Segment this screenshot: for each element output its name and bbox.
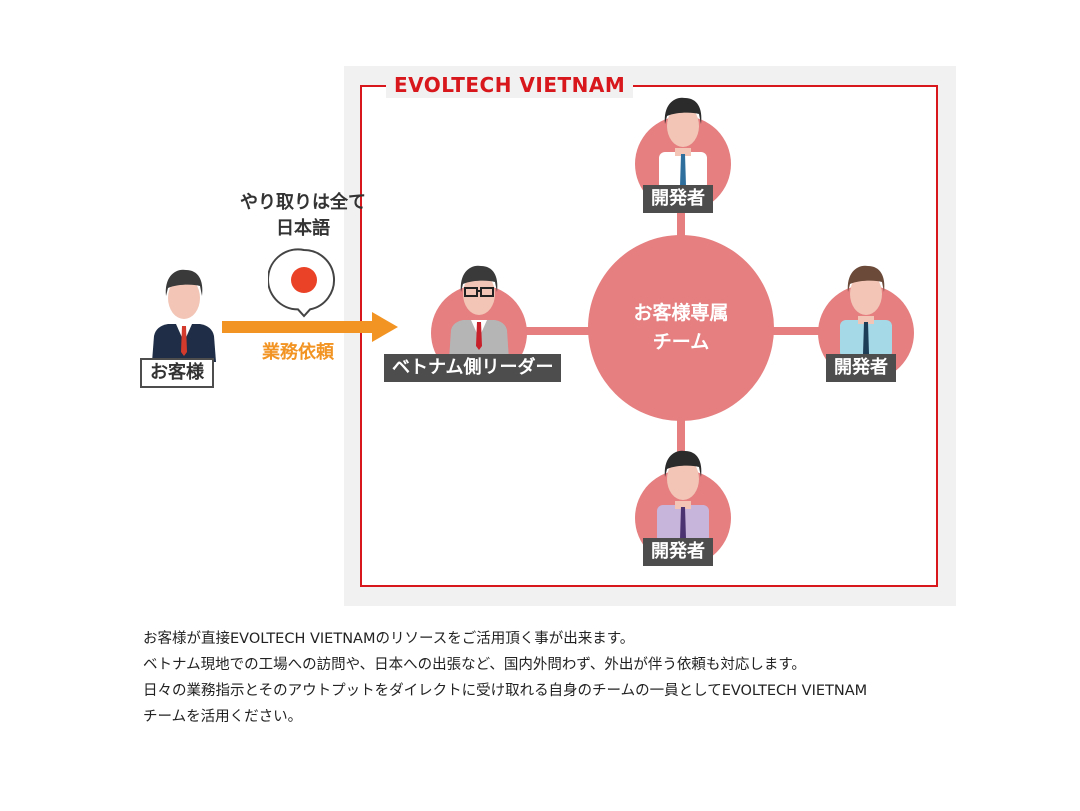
center-team-circle: お客様専属 チーム (588, 235, 774, 421)
customer-avatar-icon (152, 269, 216, 362)
description-line: ベトナム現地での工場への訪問や、日本への出張など、国内外問わず、外出が伴う依頼も… (143, 657, 806, 673)
company-frame-title: EVOLTECH VIETNAM (386, 72, 634, 98)
description-line: お客様が直接EVOLTECH VIETNAMのリソースをご活用頂く事が出来ます。 (143, 631, 635, 647)
connector-left (520, 327, 592, 335)
description-line: 日々の業務指示とそのアウトプットをダイレクトに受け取れる自身のチームの一員として… (143, 683, 868, 699)
request-arrow-icon (222, 312, 398, 342)
developer-right-label: 開発者 (826, 354, 896, 382)
center-team-label-line1: お客様専属 (633, 302, 729, 324)
request-arrow-label: 業務依頼 (262, 342, 334, 363)
developer-bottom-avatar-icon (657, 450, 709, 543)
language-note-line2: 日本語 (276, 218, 330, 239)
connector-bottom (677, 415, 685, 455)
leader-avatar-icon (449, 265, 509, 360)
language-note: やり取りは全て 日本語 (222, 190, 384, 242)
developer-bottom-label: 開発者 (643, 538, 713, 566)
customer-label: お客様 (140, 358, 214, 388)
language-note-line1: やり取りは全て (240, 192, 366, 213)
developer-top-label: 開発者 (643, 185, 713, 213)
connector-top (677, 205, 685, 240)
developer-top-avatar-icon (659, 97, 707, 190)
center-team-label-line2: チーム (652, 331, 710, 353)
description-line: チームを活用ください。 (143, 709, 303, 725)
description: お客様が直接EVOLTECH VIETNAMのリソースをご活用頂く事が出来ます。… (143, 626, 1003, 730)
developer-right-avatar-icon (840, 265, 892, 358)
connector-right (770, 327, 825, 335)
japan-flag-speech-bubble-icon (268, 248, 335, 318)
leader-label: ベトナム側リーダー (384, 354, 562, 382)
